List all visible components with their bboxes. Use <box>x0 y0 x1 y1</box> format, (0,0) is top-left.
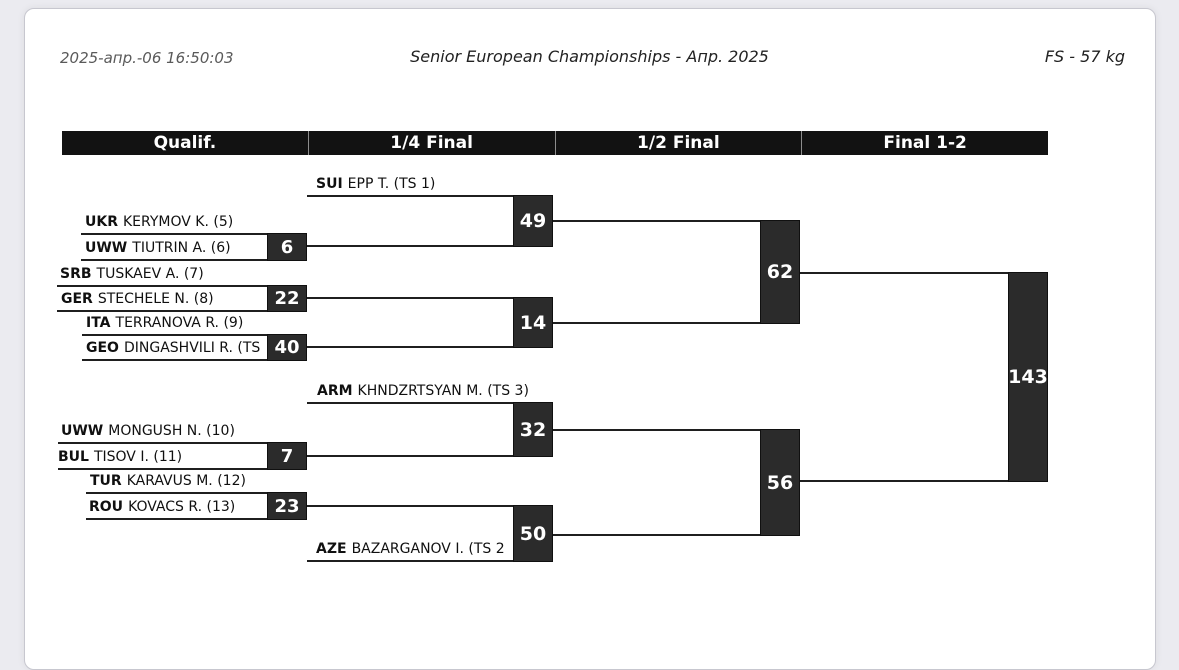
advance-line <box>307 245 515 247</box>
match-40-box: 40 <box>267 334 307 361</box>
country-code: ITA <box>86 315 111 331</box>
athlete-underline <box>57 310 307 312</box>
country-code: ARM <box>317 383 353 399</box>
match-49-box: 49 <box>513 195 553 247</box>
country-code: SRB <box>60 266 92 282</box>
advance-line <box>553 220 760 222</box>
country-code: ROU <box>89 499 124 515</box>
athlete-underline <box>82 359 307 361</box>
advance-line <box>800 480 1048 482</box>
advance-line <box>307 455 513 457</box>
athlete-name: TISOV I. (11) <box>93 449 183 465</box>
athlete-name: TUSKAEV A. (7) <box>96 266 204 282</box>
column-header-semifinal: 1/2 Final <box>556 131 803 155</box>
weight-category: FS - 57 kg <box>1044 47 1125 66</box>
athlete-underline <box>81 259 307 261</box>
athlete-underline <box>307 195 553 197</box>
athlete-underline <box>58 468 307 470</box>
athlete-underline <box>307 402 553 404</box>
advance-line <box>800 272 1008 274</box>
match-143-box: 143 <box>1008 272 1048 482</box>
match-23-box: 23 <box>267 492 307 520</box>
country-code: AZE <box>316 541 347 557</box>
athlete-name: KHNDZRTSYAN M. (TS 3) <box>357 383 529 399</box>
advance-line <box>307 505 513 507</box>
advance-line <box>553 429 760 431</box>
bracket-sheet: 2025-апр.-06 16:50:03 Senior European Ch… <box>57 47 1125 562</box>
athlete-name: BAZARGANOV I. (TS 2 <box>351 541 505 557</box>
country-code: TUR <box>90 473 122 489</box>
column-header-final: Final 1-2 <box>883 133 967 153</box>
match-62-box: 62 <box>760 220 800 324</box>
report-datetime: 2025-апр.-06 16:50:03 <box>60 49 234 67</box>
athlete-name: EPP T. (TS 1) <box>347 176 436 192</box>
athlete-name: KERYMOV K. (5) <box>123 214 234 230</box>
country-code: UWW <box>85 240 128 256</box>
document-page <box>24 8 1156 670</box>
match-7-box: 7 <box>267 442 307 470</box>
match-22-box: 22 <box>267 285 307 312</box>
match-50-box: 50 <box>513 505 553 562</box>
athlete-name: KARAVUS M. (12) <box>126 473 246 489</box>
athlete-underline <box>58 442 307 444</box>
round-header-bar: Qualif. 1/4 Final 1/2 Final Final 1-2 <box>62 131 1048 155</box>
match-14-box: 14 <box>513 297 553 348</box>
advance-line <box>307 297 513 299</box>
athlete-name: TERRANOVA R. (9) <box>115 315 244 331</box>
country-code: UWW <box>61 423 104 439</box>
country-code: SUI <box>316 176 343 192</box>
column-header-quarterfinal: 1/4 Final <box>309 131 556 155</box>
match-6-box: 6 <box>267 233 307 261</box>
advance-line <box>553 534 760 536</box>
report-title: Senior European Championships - Апр. 202… <box>410 47 769 66</box>
match-32-box: 32 <box>513 402 553 457</box>
advance-line <box>553 322 760 324</box>
athlete-name: DINGASHVILI R. (TS <box>123 340 261 356</box>
country-code: GEO <box>86 340 119 356</box>
advance-line <box>307 346 513 348</box>
athlete-name: STECHELE N. (8) <box>97 291 214 307</box>
athlete-name: TIUTRIN A. (6) <box>132 240 231 256</box>
country-code: BUL <box>58 449 89 465</box>
athlete-underline <box>82 334 307 336</box>
country-code: GER <box>61 291 93 307</box>
athlete-name: MONGUSH N. (10) <box>108 423 235 439</box>
athlete-underline <box>86 492 307 494</box>
athlete-underline <box>86 518 307 520</box>
column-header-qualification: Qualif. <box>62 131 309 155</box>
athlete-entry: UKR KERYMOV K. (5) <box>85 213 233 231</box>
athlete-name: KOVACS R. (13) <box>128 499 236 515</box>
country-code: UKR <box>85 214 118 230</box>
athlete-underline <box>57 285 307 287</box>
match-56-box: 56 <box>760 429 800 536</box>
athlete-underline <box>81 233 307 235</box>
athlete-underline <box>307 560 513 562</box>
